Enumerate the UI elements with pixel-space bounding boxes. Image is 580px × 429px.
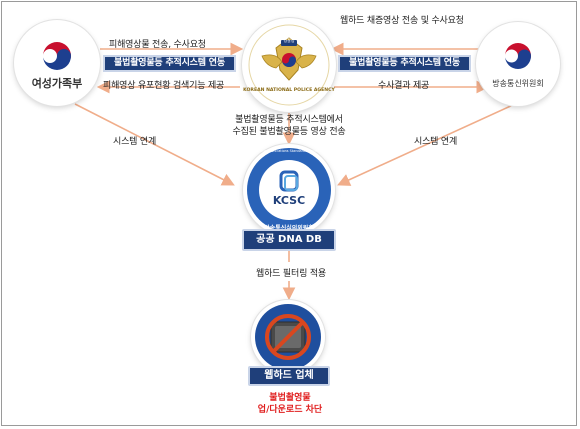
mogef-name: 여성가족부 (31, 77, 83, 90)
kcc-logo: 방송통신위원회 (476, 22, 560, 106)
webhard-logo (251, 300, 325, 374)
kcsc-kr-text: 방송통신심의위원회 (243, 223, 335, 232)
kcsc-label: 공공 DNA DB (242, 229, 336, 251)
police-logo: 경찰청 KOREAN NATIONAL POLICE AGENCY (242, 18, 336, 112)
police-emblem-label: 경찰청 (283, 38, 295, 43)
kcsc-logo-text: KCSC (272, 194, 306, 207)
kcc-name: 방송통신위원회 (492, 79, 544, 88)
edge-right-bottom: 수사결과 제공 (378, 81, 430, 91)
webhard-note-line2: 업/다운로드 차단 (257, 405, 323, 415)
webhard-label: 웹하드 업체 (248, 366, 330, 386)
kcsc-ring-text: Korea Communications Standards Commissio… (249, 149, 329, 153)
kcsc-logo: KCSC Korea Communications Standards Comm… (243, 144, 335, 236)
edge-left-link: 시스템 연계 (113, 137, 157, 147)
edge-left-box: 불법촬영물등 추적시스템 연동 (103, 55, 236, 72)
kcsc-emblem-icon (247, 148, 331, 232)
taegeuk-icon (43, 42, 71, 70)
edge-center-line2: 수집된 불법촬영물등 영상 전송 (232, 127, 346, 137)
arrow-mogef-to-kcsc (74, 103, 235, 186)
webhard-note-line1: 불법촬영물 (269, 393, 311, 403)
police-ring-text: KOREAN NATIONAL POLICE AGENCY (243, 88, 335, 93)
taegeuk-icon (505, 43, 531, 69)
edge-left-bottom: 피해영상 유포현황 검색기능 제공 (103, 81, 225, 91)
edge-right-top: 웹하드 채증영상 전송 및 수사요청 (340, 16, 464, 26)
edge-left-top: 피해영상물 전송, 수사요청 (109, 40, 206, 50)
police-emblem-icon (248, 24, 330, 106)
prohibited-disk-icon (255, 304, 321, 370)
mogef-logo: 여성가족부 (14, 20, 100, 106)
edge-filter: 웹하드 필터링 적용 (256, 269, 326, 279)
arrow-kcc-to-kcsc (337, 103, 516, 186)
edge-right-link: 시스템 연계 (414, 137, 458, 147)
edge-right-box: 불법촬영물등 추적시스템 연동 (338, 55, 471, 72)
edge-center-line1: 불법촬영물등 추적시스템에서 (235, 115, 343, 125)
